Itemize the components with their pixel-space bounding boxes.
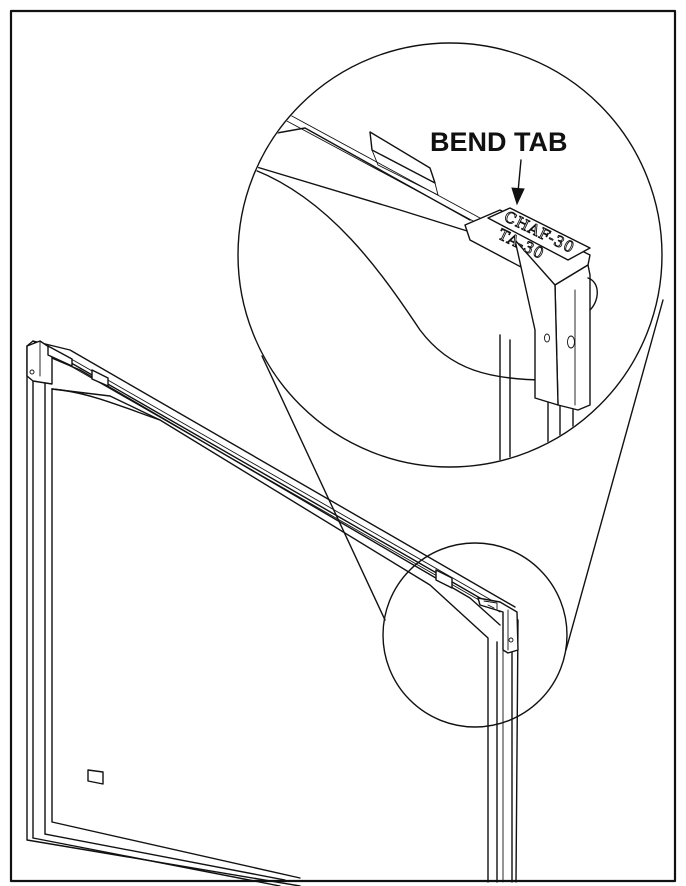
top-rail-line-1 <box>59 359 501 613</box>
left-clip <box>47 345 73 367</box>
frame-bottom-edge <box>32 837 281 886</box>
mag-side-knob <box>587 277 598 311</box>
glass-top-right <box>51 388 489 883</box>
mag-rail-line-1 <box>284 119 476 223</box>
bend-tab-plate <box>487 207 591 261</box>
detail-circle-large <box>237 42 663 468</box>
bottom-hinge-tab <box>87 769 104 785</box>
screen-frame <box>26 340 519 886</box>
mag-end-cap-side <box>554 264 591 411</box>
page-border <box>9 9 677 883</box>
bend-tab-arrow-shaft <box>517 159 522 193</box>
left-end-cap-hole <box>29 369 35 375</box>
mag-end-cap-front <box>514 239 559 406</box>
mag-header-curve <box>254 169 549 381</box>
detail-callout: CHAF-30 TA-30 BEND TAB <box>237 42 664 728</box>
bend-tab-arrow-head <box>511 187 525 206</box>
callout-leader-left <box>261 355 386 621</box>
right-end-cap <box>477 597 519 654</box>
header-fold-curve <box>51 388 161 421</box>
rail-tab-left <box>91 369 109 387</box>
right-end-cap-text-marks <box>483 600 498 610</box>
rail-tab-right <box>435 569 453 589</box>
mag-hole-1 <box>544 333 550 343</box>
mag-rail-clip-base <box>371 149 439 196</box>
detail-circle-small <box>382 542 568 728</box>
top-rail-line-2 <box>65 355 506 609</box>
right-end-cap-hole <box>508 637 514 643</box>
glass-left-bottom <box>51 388 301 879</box>
top-rail-front-edge <box>32 349 501 626</box>
mag-hole-2 <box>567 335 575 349</box>
mag-rail-line-2 <box>289 114 481 219</box>
mag-rail-front <box>249 164 481 236</box>
bend-tab-label: BEND TAB <box>430 127 568 157</box>
frame-bottom-inner-edge <box>44 833 286 881</box>
callout-leader-right <box>565 299 664 651</box>
